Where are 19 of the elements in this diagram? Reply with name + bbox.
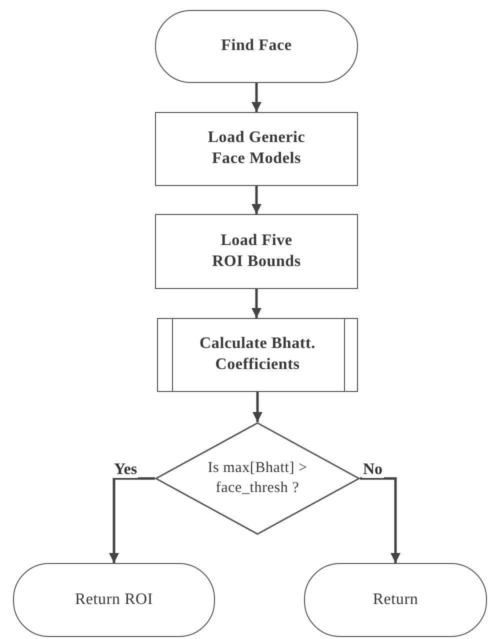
arrow xyxy=(360,477,400,563)
process-box xyxy=(155,112,358,186)
node-text: Find Face xyxy=(221,36,292,56)
arrow xyxy=(252,186,262,214)
edge-label: No xyxy=(362,462,384,478)
arrow xyxy=(109,477,155,563)
subprocess-box xyxy=(157,318,358,392)
node-text: Return xyxy=(372,590,418,610)
arrow xyxy=(252,289,262,318)
node-text: Load Generic Face Models xyxy=(206,128,306,169)
node-text: Return ROI xyxy=(74,590,154,610)
arrow xyxy=(252,392,262,422)
decision-diamond xyxy=(155,422,360,535)
process-box xyxy=(155,214,358,289)
edge-label: Yes xyxy=(113,462,138,478)
node-text: Calculate Bhatt. Coefficients xyxy=(198,334,316,375)
node-text: Load Five ROI Bounds xyxy=(211,230,302,272)
node-text: Is max[Bhatt] > face_thresh ? xyxy=(206,459,308,498)
arrow xyxy=(252,83,262,112)
